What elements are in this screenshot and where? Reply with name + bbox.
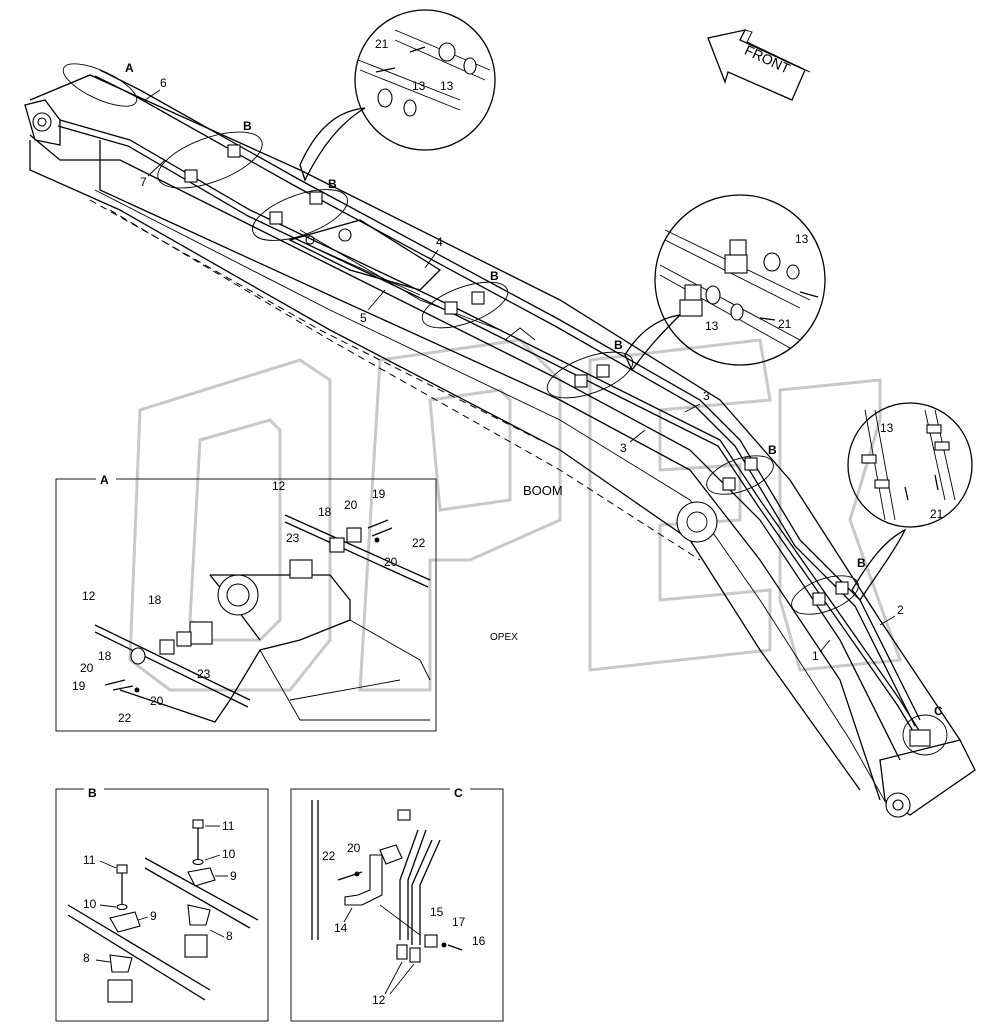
- callout-20-a3: 20: [80, 661, 94, 675]
- callout-19-a2: 19: [72, 679, 86, 693]
- callout-13-right: 13: [880, 421, 894, 435]
- detail-c-panel: C 20 22 14 15 17 16 12: [290, 782, 504, 1022]
- callout-21-top: 21: [375, 37, 389, 51]
- callout-21-mid: 21: [778, 317, 792, 331]
- callout-23-a1: 23: [286, 531, 300, 545]
- callout-18-a1: 18: [318, 505, 332, 519]
- callout-19-a1: 19: [372, 487, 386, 501]
- callout-20-c: 20: [347, 841, 361, 855]
- callout-13-top-a: 13: [412, 79, 426, 93]
- callout-10-b1: 10: [222, 847, 236, 861]
- callout-c-main: C: [934, 704, 943, 718]
- callout-22-c: 22: [322, 849, 336, 863]
- callout-17-c: 17: [452, 915, 466, 929]
- callout-21-right: 21: [930, 507, 944, 521]
- callout-20-a4: 20: [150, 694, 164, 708]
- callout-22-a1: 22: [412, 536, 426, 550]
- callout-8-b2: 8: [83, 951, 90, 965]
- callout-20-a1: 20: [344, 498, 358, 512]
- callout-b-main-2: B: [328, 177, 337, 191]
- detail-a-panel: A 12 18 20 19 23 22 20 12 18 1: [55, 472, 437, 732]
- detail-markers: [62, 63, 948, 756]
- boom-label: BOOM: [523, 483, 563, 498]
- callout-22-a2: 22: [118, 711, 132, 725]
- callout-b-main-4: B: [614, 338, 623, 352]
- callout-b-main-5: B: [768, 443, 777, 457]
- callout-7: 7: [140, 175, 147, 189]
- callout-b-main-1: B: [243, 119, 252, 133]
- callout-8-b1: 8: [226, 929, 233, 943]
- callout-3b: 3: [620, 441, 627, 455]
- callout-2: 2: [897, 603, 904, 617]
- watermark-text: OPEX: [490, 632, 518, 643]
- callout-9-b2: 9: [150, 909, 157, 923]
- callout-3a: 3: [703, 389, 710, 403]
- callout-12-a1: 12: [272, 479, 286, 493]
- zoom-circle-middle: 13 13 21: [624, 194, 826, 372]
- boom-clamps: [184, 144, 931, 747]
- callout-13-top-b: 13: [440, 79, 454, 93]
- detail-a-title: A: [100, 473, 109, 487]
- callout-11-b2: 11: [83, 853, 96, 867]
- callout-9-b1: 9: [230, 869, 237, 883]
- callout-10-b2: 10: [83, 897, 97, 911]
- callout-13-mid-a: 13: [795, 232, 809, 246]
- detail-b-panel: B 11 10 9 8 11 10 9 8: [55, 782, 269, 1022]
- main-callouts: A 6 B 7 B 4 5 B B 3 3 B BOOM B 2 1 C: [125, 61, 943, 718]
- callout-23-a2: 23: [197, 667, 211, 681]
- detail-b-title: B: [88, 786, 97, 800]
- zoom-circle-top: 21 13 13: [299, 9, 496, 182]
- callout-13-mid-b: 13: [705, 319, 719, 333]
- callout-6: 6: [160, 76, 167, 90]
- callout-16-c: 16: [472, 934, 486, 948]
- callout-18-a2: 18: [148, 593, 162, 607]
- zoom-circle-right: 13 21: [847, 402, 973, 602]
- boom-assembly: [24, 74, 976, 818]
- front-arrow: FRONT: [707, 29, 811, 101]
- callout-20-a2: 20: [384, 555, 398, 569]
- front-label: FRONT: [742, 42, 793, 77]
- callout-5: 5: [360, 311, 367, 325]
- callout-1: 1: [812, 649, 819, 663]
- callout-4: 4: [436, 235, 443, 249]
- callout-b-main-6: B: [857, 556, 866, 570]
- detail-c-title: C: [454, 786, 463, 800]
- callout-a-main: A: [125, 61, 134, 75]
- callout-15-c: 15: [430, 905, 444, 919]
- callout-12-a2: 12: [82, 589, 96, 603]
- callout-12-c: 12: [372, 993, 386, 1007]
- callout-11-b1: 11: [222, 819, 235, 833]
- callout-b-main-3: B: [490, 269, 499, 283]
- callout-18-a3: 18: [98, 649, 112, 663]
- callout-14-c: 14: [334, 921, 348, 935]
